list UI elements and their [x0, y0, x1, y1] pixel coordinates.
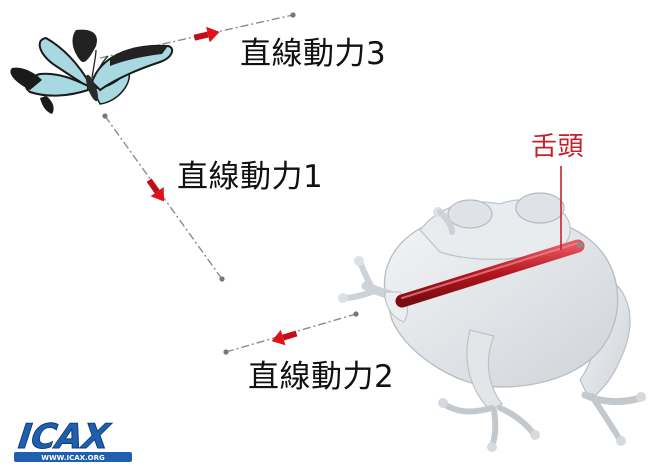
- red-arrow-icon-2: [271, 329, 298, 346]
- svg-text:WWW.ICAX.ORG: WWW.ICAX.ORG: [41, 454, 105, 462]
- label-linear-motion-1: 直線動力1: [177, 159, 324, 195]
- icax-logo-icon: ICAX WWW.ICAX.ORG: [12, 417, 132, 462]
- label-linear-motion-3: 直線動力3: [240, 36, 387, 72]
- red-arrow-icon-1: [146, 178, 165, 202]
- red-arrow-icon-3: [193, 26, 220, 43]
- label-linear-motion-2: 直線動力2: [248, 359, 395, 395]
- svg-text:ICAX: ICAX: [12, 418, 115, 457]
- label-tongue: 舌頭: [531, 132, 585, 162]
- butterfly-icon: [10, 29, 174, 114]
- frog-icon: [338, 192, 646, 452]
- tongue-rod: [395, 239, 585, 308]
